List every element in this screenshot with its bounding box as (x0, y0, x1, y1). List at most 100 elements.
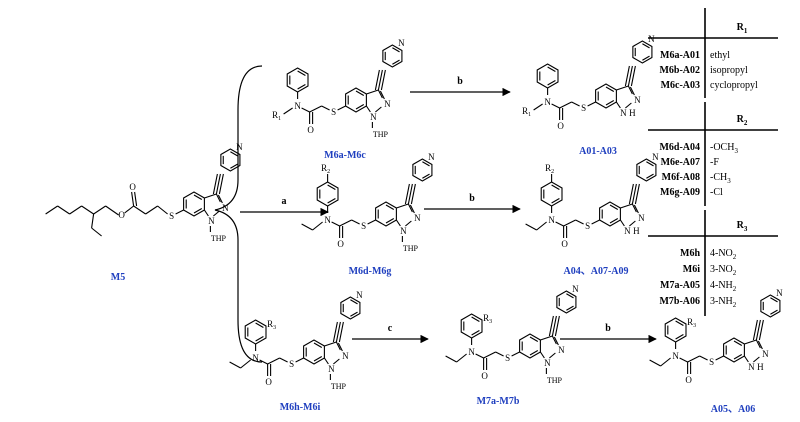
triple-bond (404, 183, 410, 205)
phenyl-ring-m6a (286, 67, 309, 93)
atom-r3: R3 (267, 319, 276, 331)
label-m6h-m6i: M6h-M6i (280, 402, 321, 413)
aromatic-bond (529, 350, 539, 356)
table-compound: M6f-A08 (662, 172, 700, 183)
reagent-b-top: b (457, 76, 463, 87)
aromatic-bond (313, 342, 323, 348)
aromatic-bond (547, 80, 556, 86)
atom-thp: THP (331, 382, 347, 391)
label-a04-a07-a09: A04、A07-A09 (564, 266, 629, 277)
aromatic-bond (392, 47, 400, 53)
atom-thp: THP (547, 376, 563, 385)
aromatic-bond (566, 305, 574, 311)
aromatic-bond (646, 173, 654, 179)
triple-bond (338, 321, 344, 343)
structures (45, 40, 781, 380)
atom-n2: N (634, 95, 641, 105)
bond (301, 107, 310, 113)
aromatic-bond (385, 218, 395, 224)
bond (312, 221, 323, 231)
atom-pyridine-n: N (428, 152, 435, 162)
bond (575, 219, 584, 225)
atom-thp: THP (373, 130, 389, 139)
aromatic-bond (551, 198, 560, 204)
phenyl-ring-a04 (540, 181, 563, 207)
atom-o-carbonyl: O (129, 182, 136, 192)
bond (217, 194, 223, 204)
bond (715, 355, 724, 361)
aromatic-bond (230, 163, 238, 169)
table-value: 3-NH2 (710, 296, 737, 309)
bond (351, 219, 360, 225)
bond (620, 203, 633, 209)
table-compound: M6a-A01 (660, 50, 700, 61)
aromatic-bond (297, 70, 306, 76)
bond (495, 351, 504, 357)
atom-o: O (481, 371, 488, 381)
table-compound: M6h (680, 248, 700, 259)
triple-bond (628, 183, 634, 205)
table-value: -Cl (710, 187, 723, 198)
aromatic-bond (605, 86, 615, 92)
atom-n-amide: N (544, 97, 551, 107)
atom-n2: N (762, 349, 769, 359)
pyridine-ring-m6h (340, 296, 361, 320)
atom-s: S (331, 107, 336, 117)
bond (757, 340, 763, 350)
atom-s: S (169, 211, 174, 221)
bond (321, 105, 330, 111)
bond (295, 357, 304, 363)
carbonyl-bond (134, 191, 138, 207)
bond (625, 102, 632, 109)
bond (755, 339, 761, 349)
phenyl-ring-m7a (460, 313, 483, 339)
bond (203, 209, 209, 217)
table-value: -F (710, 157, 719, 168)
pyridine-ring-m6a (382, 44, 403, 68)
atom-thp: THP (403, 244, 419, 253)
atom-r3: R3 (687, 317, 696, 329)
aromatic-bond (770, 309, 778, 315)
atom-o: O (685, 375, 692, 385)
bond (533, 103, 543, 111)
aromatic-bond (422, 161, 430, 167)
bond (563, 219, 576, 227)
aromatic-bond (547, 66, 556, 72)
bond (591, 219, 600, 225)
bond (456, 353, 467, 363)
aromatic-bond (770, 297, 778, 303)
bond (525, 223, 537, 231)
atom-n1: N (748, 362, 755, 372)
label-m5: M5 (111, 272, 125, 283)
table-value: 4-NH2 (710, 280, 737, 293)
triple-bond (215, 173, 221, 195)
table-value: -CH3 (710, 172, 731, 185)
bond (57, 205, 70, 215)
table-value: cyclopropyl (710, 80, 758, 91)
triple-bond (551, 315, 557, 337)
bond (587, 101, 596, 107)
atom-pyridine-n: N (572, 284, 579, 294)
reagent-b-middle: b (469, 193, 475, 204)
label-a01-a03: A01-A03 (579, 146, 617, 157)
table-compound: M6c-A03 (661, 80, 700, 91)
bond (377, 89, 383, 99)
atom-r2: R2 (321, 163, 330, 175)
pyridine-ring-m5 (220, 148, 241, 172)
aromatic-bond (609, 218, 619, 224)
triple-bond (554, 315, 560, 337)
bond (335, 341, 341, 351)
table-compound: M7b-A06 (659, 296, 700, 307)
bond (175, 209, 184, 215)
bond (407, 203, 413, 213)
bond (744, 339, 757, 345)
aromatic-bond (609, 204, 619, 210)
bond (553, 336, 559, 346)
atom-n1: N (620, 108, 627, 118)
aromatic-bond (385, 204, 395, 210)
atom-o: O (557, 121, 564, 131)
triple-bond (374, 69, 380, 91)
aromatic-bond (733, 354, 743, 360)
bond (133, 205, 146, 215)
aromatic-bond (642, 43, 650, 49)
